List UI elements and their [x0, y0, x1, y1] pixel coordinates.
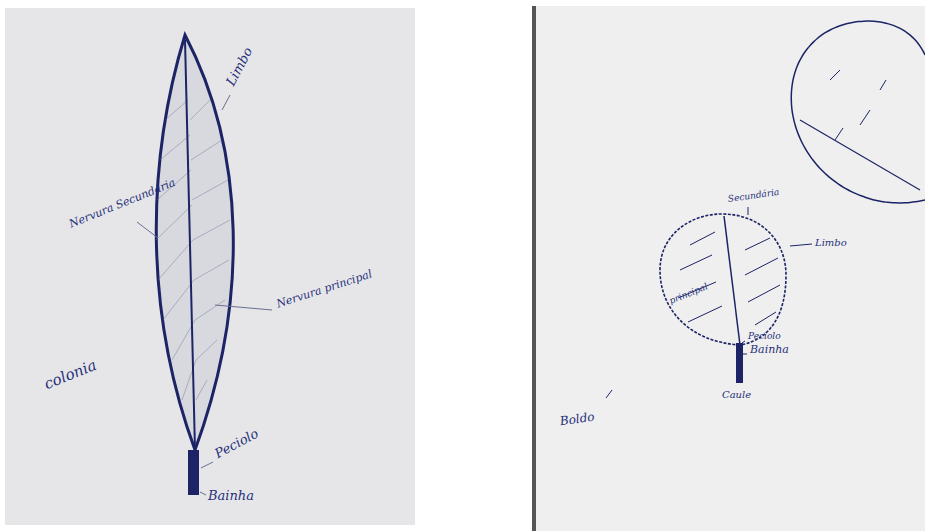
- paper-photo: [532, 6, 925, 531]
- midrib: [724, 216, 740, 345]
- part-label: Limbo: [815, 237, 847, 248]
- paper-photo: [5, 8, 415, 525]
- midrib: [185, 40, 195, 450]
- leaf-blade: [791, 21, 925, 203]
- paper-edge: [532, 6, 536, 531]
- part-label: Bainha: [208, 489, 254, 503]
- petiole: [188, 450, 199, 495]
- part-label: Caule: [722, 389, 751, 400]
- leaf-blade: [156, 35, 233, 450]
- leaf-blade: [660, 214, 786, 345]
- part-label: Peciolo: [748, 332, 781, 342]
- stem: [736, 343, 743, 383]
- part-label: Bainha: [750, 344, 789, 356]
